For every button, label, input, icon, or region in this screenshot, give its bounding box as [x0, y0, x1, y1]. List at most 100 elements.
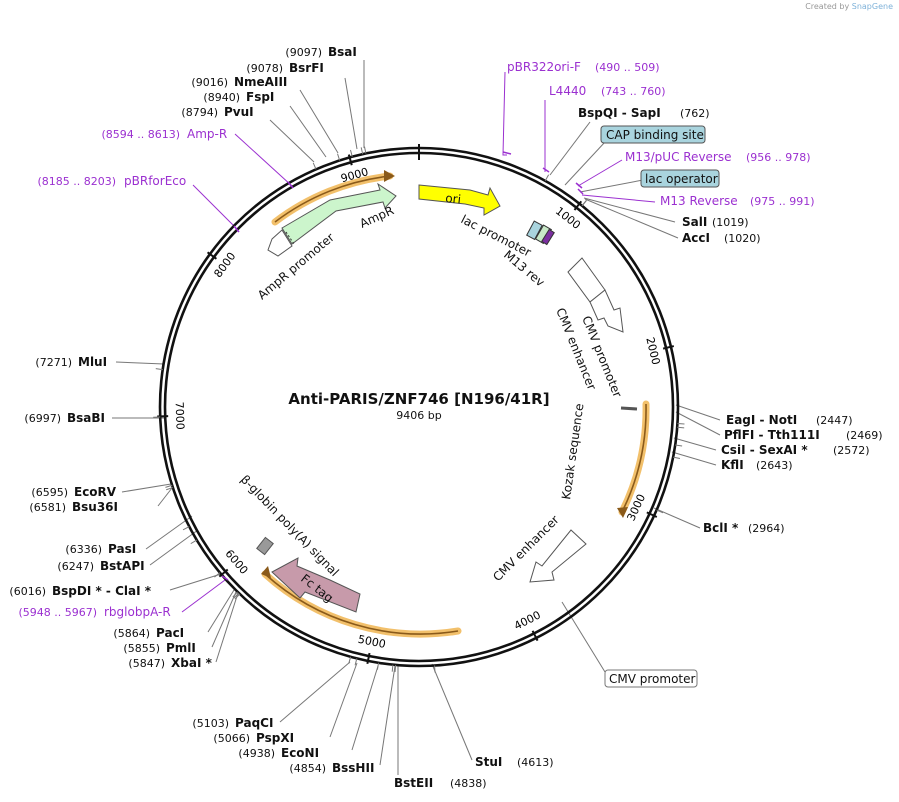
site-name-bsshii: BssHII: [332, 761, 374, 775]
site-ring-mark-4: [312, 162, 317, 170]
site-pos-bstapi: (6247): [57, 560, 94, 573]
map-title: Anti-PARIS/ZNF746 [N196/41R]: [288, 390, 549, 408]
primer-name-m13-reverse: M13 Reverse: [660, 194, 738, 208]
site-pos-bsu36i: (6581): [29, 501, 66, 514]
site-ring-mark-22: [214, 572, 221, 578]
leader-nmeaiii: [299, 89, 339, 154]
primer-name-rbglobpa-r: rbglobpA-R: [104, 605, 171, 619]
tick-label-4000: 4000: [512, 608, 543, 632]
primer-name-l4440: L4440: [549, 84, 586, 98]
primer-range-pbr322ori-f: (490 .. 509): [595, 61, 660, 74]
site-name-bstapi: BstAPI: [100, 559, 145, 573]
primer-range-m13-puc-reverse: (956 .. 978): [746, 151, 811, 164]
site-pos-bsshii: (4854): [289, 762, 326, 775]
primer-range-m13-reverse: (975 .. 991): [750, 195, 815, 208]
primer-range-rbglobpa-r: (5948 .. 5967): [18, 606, 97, 619]
watermark-brand: SnapGene: [851, 2, 893, 11]
site-pos-paqci: (5103): [192, 717, 229, 730]
site-name-bsu36i: Bsu36I: [72, 500, 118, 514]
cmv-promoter-label: CMV promoter: [609, 672, 696, 686]
leader-stui: [431, 663, 473, 761]
map-size-label: 9406 bp: [396, 409, 441, 422]
site-name-bcli: BclI *: [703, 521, 739, 535]
site-pos-pspxi: (5066): [213, 732, 250, 745]
primer-mark-amp-r: [287, 181, 294, 189]
primer-range-pbrforeco: (8185 .. 8203): [37, 175, 116, 188]
site-name-nmeaiii: NmeAIII: [234, 75, 287, 89]
site-ring-mark-10: [675, 444, 683, 447]
leader-fspi: [289, 105, 327, 158]
leader-cmv-promoter: [561, 601, 606, 673]
site-ring-mark-16: [376, 662, 380, 670]
site-name-acci: AccI: [682, 231, 710, 245]
leader-rbglobpa-r: [181, 579, 226, 613]
leader-csii-sexai: [673, 437, 717, 451]
site-pos-pmli: (5855): [123, 642, 160, 655]
site-name-eagi-noti: EagI - NotI: [726, 413, 797, 427]
site-ring-mark-15: [391, 664, 394, 672]
site-name-stui: StuI: [475, 755, 502, 769]
ori-arrow: [418, 184, 501, 216]
site-pos-econi: (4938): [238, 747, 275, 760]
primer-mark-pbr322ori-f: [502, 151, 512, 155]
primer-range-l4440: (743 .. 760): [601, 85, 666, 98]
leader-acci: [584, 198, 679, 239]
site-ring-mark-5: [544, 174, 550, 182]
watermark-created-by: Created by: [805, 2, 850, 11]
leader-bspqi-sapi: [549, 121, 591, 176]
site-pos-nmeaiii: (9016): [191, 76, 228, 89]
site-pos-kfli: (2643): [756, 459, 793, 472]
tick-label-2000: 2000: [643, 336, 662, 366]
site-name-bsai: BsaI: [328, 45, 357, 59]
orf-arrowhead-right: [617, 507, 628, 518]
lac-operator-label: lac operator: [645, 172, 718, 186]
site-ring-mark-9: [677, 426, 685, 429]
site-name-pvui: PvuI: [224, 105, 254, 119]
primer-mark-m13-puc-reverse: [575, 182, 583, 189]
lac-promoter-mark: [526, 220, 543, 241]
lac-operator-mark: [541, 228, 555, 246]
site-name-pmli: PmlI: [166, 641, 196, 655]
cap-binding-site-box: [600, 125, 706, 144]
site-ring-mark-20: [233, 592, 240, 599]
site-ring-mark-25: [166, 487, 174, 491]
site-name-bsabi: BsaBI: [67, 411, 105, 425]
leader-mlui: [115, 361, 165, 365]
orf-arc-bottom-core: [264, 573, 459, 635]
site-ring-mark-28: [155, 368, 163, 371]
leader-kfli: [671, 451, 717, 466]
site-name-xbai: XbaI *: [171, 656, 213, 670]
kozak-sequence-mark: [620, 406, 638, 411]
site-pos-eagi-noti: (2447): [816, 414, 853, 427]
site-pos-pflfi-tth111i: (2469): [846, 429, 883, 442]
site-ring-mark-1: [360, 147, 364, 155]
site-pos-mlui: (7271): [35, 356, 72, 369]
site-name-pasi: PasI: [108, 542, 136, 556]
leader-bsshii: [379, 665, 396, 766]
site-ring-mark-19: [234, 593, 241, 600]
site-pos-pvui: (8794): [181, 106, 218, 119]
primer-name-pbrforeco: pBRforEco: [124, 174, 186, 188]
site-name-pflfi-tth111i: PflFI - Tth111I: [724, 428, 820, 442]
tick-label-7000: 7000: [173, 401, 187, 429]
site-name-paqci: PaqCI: [235, 716, 273, 730]
orf-arrowhead-bottom: [261, 566, 271, 578]
leader-bsu36i: [157, 487, 173, 507]
site-pos-acci: (1020): [724, 232, 761, 245]
tick-mark-2000: [662, 345, 675, 350]
cap-binding-site-label: CAP binding site: [606, 128, 704, 142]
site-ring-mark-21: [232, 591, 239, 598]
leader-ecorv: [121, 483, 172, 493]
site-name-bspdi-clai: BspDI * - ClaI *: [52, 584, 152, 598]
leader-paqci: [279, 661, 351, 723]
leader-pvui: [269, 119, 315, 163]
leader-sali: [583, 197, 676, 223]
primer-mark-l4440: [542, 167, 550, 173]
site-pos-xbai: (5847): [128, 657, 165, 670]
site-pos-bcli: (2964): [748, 522, 785, 535]
tick-mark-5000: [366, 652, 371, 665]
primer-name-m13-puc-reverse: M13/pUC Reverse: [625, 150, 732, 164]
site-pos-stui: (4613): [517, 756, 554, 769]
site-ring-mark-23: [190, 539, 198, 545]
